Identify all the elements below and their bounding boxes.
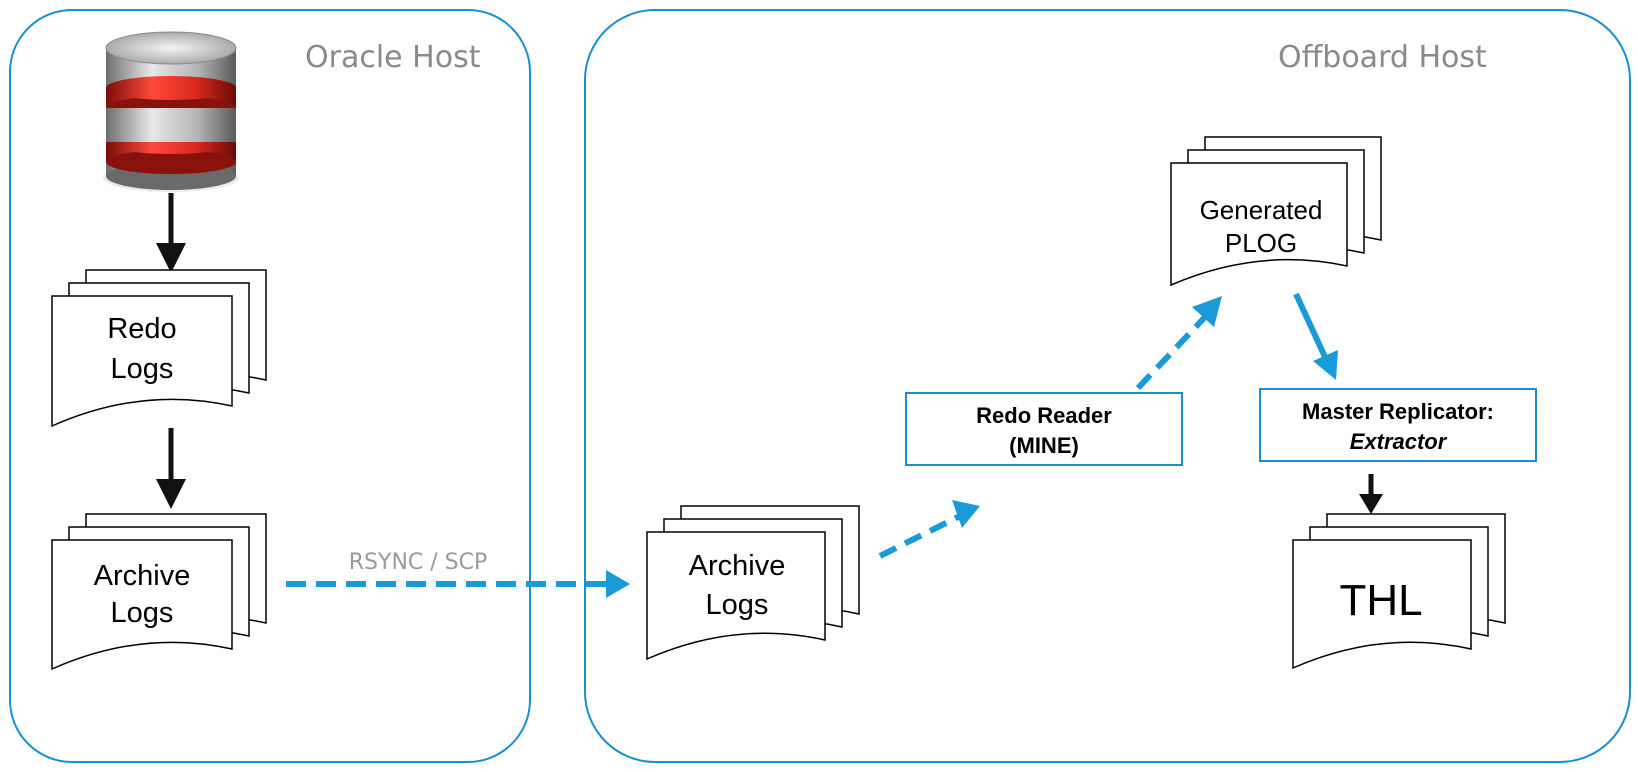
thl-label: THL — [1339, 576, 1422, 625]
offboard-archive-logs-line2: Logs — [706, 589, 769, 621]
plog-line2: PLOG — [1225, 228, 1297, 258]
master-replicator-line2: Extractor — [1350, 429, 1448, 454]
oracle-host-label: Oracle Host — [305, 40, 481, 75]
archive-to-reader-arrowhead — [952, 500, 980, 528]
redo-logs-document: Redo Logs — [51, 269, 267, 428]
offboard-host-container: Offboard Host — [584, 9, 1631, 763]
rsync-scp-transfer: RSYNC / SCP — [286, 550, 630, 598]
redo-logs-line2: Logs — [111, 353, 174, 385]
plog-line1: Generated — [1200, 195, 1323, 225]
thl-document: THL — [1292, 513, 1506, 670]
redo-logs-line1: Redo — [107, 313, 176, 345]
transfer-arrow-head — [606, 570, 630, 598]
offboard-host-label: Offboard Host — [1278, 40, 1487, 75]
replicator-to-thl-arrowhead — [1359, 494, 1383, 514]
plog-to-replicator-arrowhead — [1313, 350, 1338, 380]
oracle-archive-logs-line2: Logs — [111, 597, 174, 629]
reader-to-plog-arrow — [1135, 312, 1210, 391]
offboard-archive-logs-document: Archive Logs — [646, 505, 860, 661]
reader-to-plog-arrowhead — [1192, 296, 1222, 327]
redo-reader-line1: Redo Reader — [976, 403, 1112, 428]
plog-to-replicator-arrow — [1293, 292, 1328, 359]
oracle-host-container: Oracle Host — [9, 9, 531, 763]
transfer-label: RSYNC / SCP — [349, 550, 488, 575]
database-icon — [103, 31, 239, 192]
master-replicator-box: Master Replicator: Extractor — [1259, 388, 1537, 462]
master-replicator-line1: Master Replicator: — [1302, 399, 1494, 424]
offboard-archive-logs-line1: Archive — [689, 550, 786, 582]
oracle-archive-logs-document: Archive Logs — [51, 513, 267, 671]
redo-reader-line2: (MINE) — [1009, 433, 1079, 458]
redo-reader-box: Redo Reader (MINE) — [905, 392, 1183, 466]
oracle-archive-logs-line1: Archive — [94, 560, 191, 592]
generated-plog-document: Generated PLOG — [1170, 136, 1382, 287]
archive-to-reader-arrow — [878, 512, 964, 559]
